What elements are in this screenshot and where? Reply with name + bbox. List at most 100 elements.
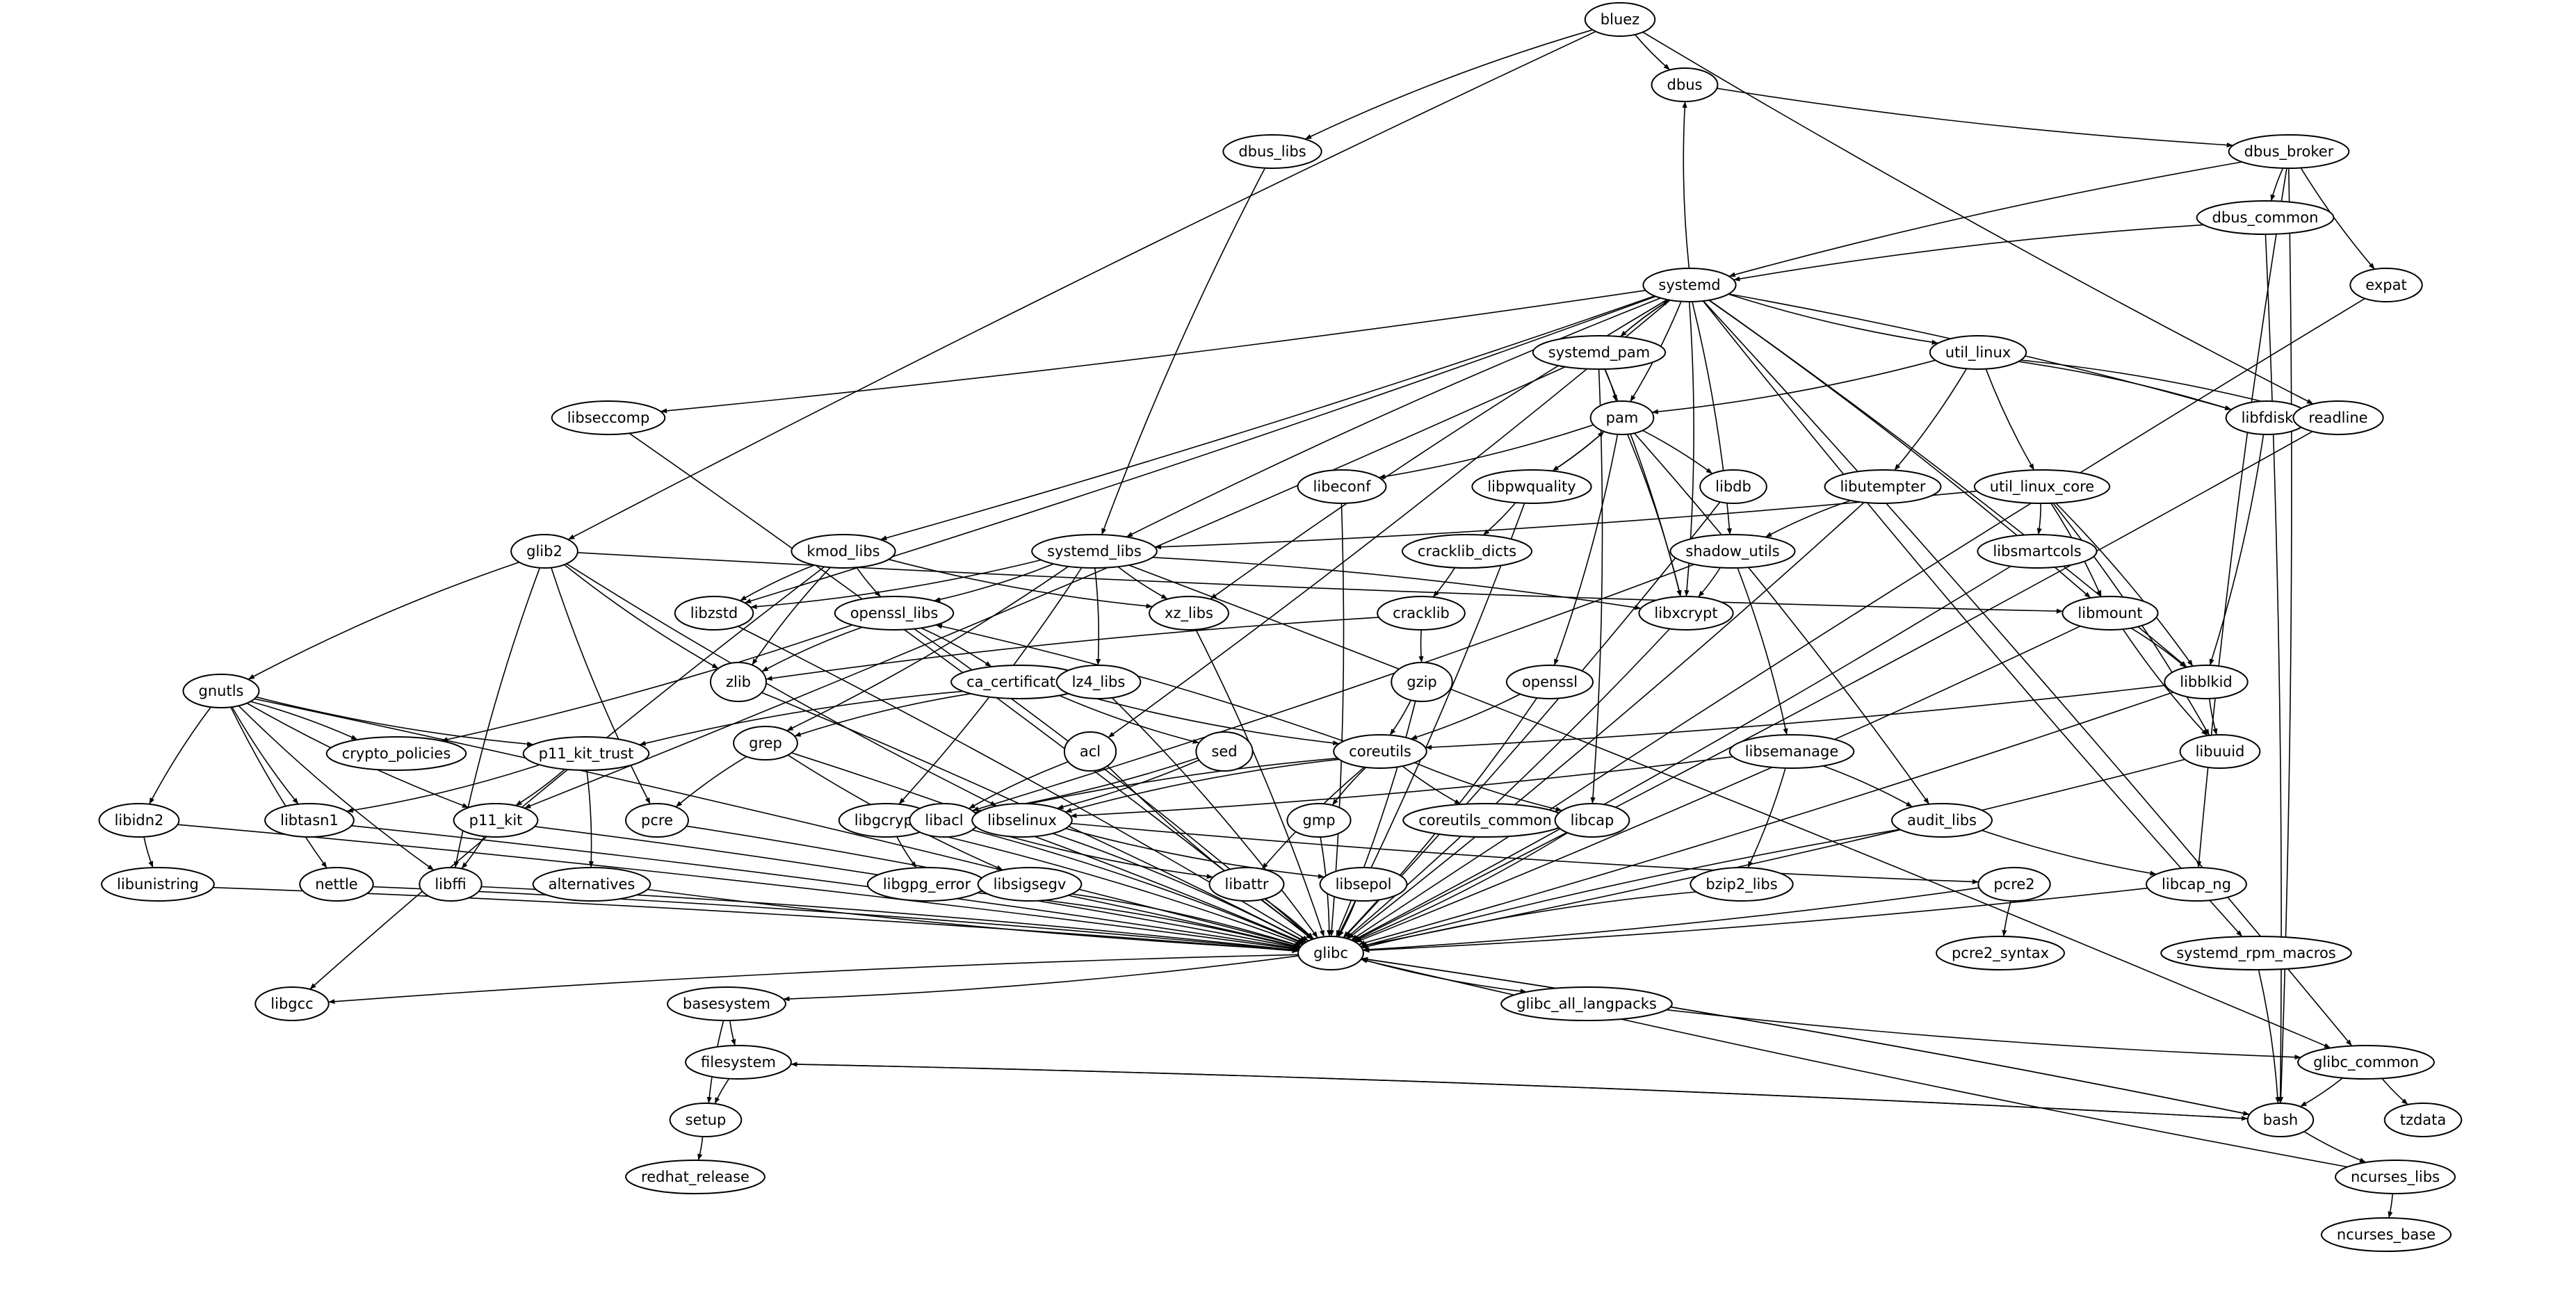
node-xz-libs[interactable]: xz_libs: [1149, 596, 1229, 631]
node-bluez[interactable]: bluez: [1584, 2, 1656, 37]
edge-coreutils-to-libcap: [1414, 762, 1562, 812]
node-coreutils[interactable]: coreutils: [1333, 734, 1427, 769]
node-util-linux-core[interactable]: util_linux_core: [1973, 469, 2111, 504]
node-cracklib-dicts[interactable]: cracklib_dicts: [1401, 534, 1533, 569]
edge-gnutls-to-libidn2: [148, 706, 211, 805]
node-ellipse: [1505, 665, 1594, 699]
node-label: libfdisk: [2242, 409, 2294, 426]
node-label: libuuid: [2196, 743, 2245, 760]
node-ellipse: [834, 596, 955, 631]
node-kmod-libs[interactable]: kmod_libs: [791, 534, 896, 569]
node-coreutils-common[interactable]: coreutils_common: [1402, 803, 1568, 838]
edge-coreutils-to-openssl_libs: [935, 624, 1344, 742]
node-label: shadow_utils: [1685, 543, 1779, 560]
node-libacl[interactable]: libacl: [909, 803, 980, 838]
node-nettle[interactable]: nettle: [299, 867, 374, 902]
node-libidn2[interactable]: libidn2: [98, 803, 180, 838]
node-alternatives[interactable]: alternatives: [532, 867, 651, 902]
node-glibc-common[interactable]: glibc_common: [2297, 1045, 2435, 1080]
node-glibc[interactable]: glibc: [1297, 936, 1364, 970]
node-libmount[interactable]: libmount: [2061, 596, 2159, 631]
node-libdb[interactable]: libdb: [1699, 469, 1767, 504]
node-p11-kit-trust[interactable]: p11_kit_trust: [522, 736, 650, 771]
node-label: redhat_release: [641, 1169, 750, 1186]
node-ca-certificates[interactable]: ca_certificates: [950, 665, 1088, 699]
node-basesystem[interactable]: basesystem: [667, 986, 786, 1021]
edge-systemd_libs-to-lz4_libs: [1094, 567, 1101, 666]
node-bash[interactable]: bash: [2246, 1103, 2315, 1137]
node-pam[interactable]: pam: [1589, 400, 1655, 435]
edge-coreutils-to-libselinux: [1064, 758, 1340, 813]
node-libzstd[interactable]: libzstd: [674, 596, 754, 631]
node-bzip2-libs[interactable]: bzip2_libs: [1690, 867, 1794, 902]
node-libutempter[interactable]: libutempter: [1824, 469, 1942, 504]
node-gmp[interactable]: gmp: [1286, 803, 1352, 838]
node-libblkid[interactable]: libblkid: [2164, 665, 2249, 699]
node-glibc-all-langpacks[interactable]: glibc_all_langpacks: [1500, 986, 1673, 1021]
node-glib2[interactable]: glib2: [510, 534, 578, 569]
node-tzdata[interactable]: tzdata: [2383, 1103, 2463, 1137]
node-systemd[interactable]: systemd: [1642, 268, 1737, 302]
node-label: coreutils_common: [1418, 812, 1552, 829]
node-lz4-libs[interactable]: lz4_libs: [1055, 665, 1142, 699]
node-ellipse: [532, 867, 651, 902]
node-acl[interactable]: acl: [1063, 731, 1117, 772]
node-ncurses-libs[interactable]: ncurses_libs: [2334, 1160, 2456, 1194]
node-gzip[interactable]: gzip: [1391, 662, 1453, 702]
node-libsemanage[interactable]: libsemanage: [1728, 734, 1855, 769]
node-libgcc[interactable]: libgcc: [254, 986, 330, 1021]
edge-openssl_libs-to-ca_certificates: [921, 627, 992, 667]
node-audit-libs[interactable]: audit_libs: [1890, 803, 1993, 838]
node-libxcrypt[interactable]: libxcrypt: [1638, 596, 1734, 631]
node-libfdisk[interactable]: libfdisk: [2225, 400, 2310, 435]
edge-p11_kit-to-libffi: [461, 836, 485, 870]
node-openssl-libs[interactable]: openssl_libs: [834, 596, 955, 631]
node-redhat-release[interactable]: redhat_release: [625, 1160, 765, 1194]
node-filesystem[interactable]: filesystem: [685, 1045, 792, 1080]
node-libeconf[interactable]: libeconf: [1297, 469, 1387, 504]
node-libpwquality[interactable]: libpwquality: [1471, 469, 1592, 504]
node-sed[interactable]: sed: [1195, 731, 1254, 772]
node-libuuid[interactable]: libuuid: [2179, 734, 2261, 769]
node-libselinux[interactable]: libselinux: [971, 803, 1073, 838]
node-libgcrypt[interactable]: libgcrypt: [838, 803, 935, 838]
node-libffi[interactable]: libffi: [419, 867, 483, 902]
node-libsepol[interactable]: libsepol: [1319, 867, 1408, 902]
node-libattr[interactable]: libattr: [1208, 867, 1285, 902]
node-libseccomp[interactable]: libseccomp: [551, 400, 666, 435]
node-dbus-libs[interactable]: dbus_libs: [1222, 134, 1322, 169]
node-openssl[interactable]: openssl: [1505, 665, 1594, 699]
node-grep[interactable]: grep: [733, 726, 798, 761]
node-expat[interactable]: expat: [2349, 268, 2423, 302]
node-p11-kit[interactable]: p11_kit: [453, 803, 539, 838]
node-libtasn1[interactable]: libtasn1: [264, 803, 355, 838]
node-label: libattr: [1225, 876, 1269, 893]
node-gnutls[interactable]: gnutls: [182, 674, 260, 708]
node-shadow-utils[interactable]: shadow_utils: [1669, 534, 1796, 569]
node-pcre2-syntax[interactable]: pcre2_syntax: [1935, 936, 2066, 970]
node-label: libcap: [1571, 812, 1614, 829]
node-systemd-pam[interactable]: systemd_pam: [1532, 335, 1667, 370]
node-libcap[interactable]: libcap: [1554, 803, 1630, 838]
node-ncurses-base[interactable]: ncurses_base: [2320, 1217, 2452, 1252]
node-crypto-policies[interactable]: crypto_policies: [325, 736, 467, 771]
node-systemd-libs[interactable]: systemd_libs: [1031, 534, 1158, 569]
node-readline[interactable]: readline: [2292, 400, 2384, 435]
node-systemd-rpm-macros[interactable]: systemd_rpm_macros: [2160, 936, 2352, 970]
node-libsmartcols[interactable]: libsmartcols: [1977, 534, 2098, 569]
node-pcre[interactable]: pcre: [625, 803, 689, 838]
node-zlib[interactable]: zlib: [709, 662, 768, 702]
node-dbus-broker[interactable]: dbus_broker: [2228, 134, 2350, 169]
node-pcre2[interactable]: pcre2: [1977, 867, 2051, 902]
node-label: gmp: [1302, 812, 1335, 829]
node-libgpg-error[interactable]: libgpg_error: [866, 867, 987, 902]
node-libcap-ng[interactable]: libcap_ng: [2146, 867, 2247, 902]
node-libsigsegv[interactable]: libsigsegv: [977, 867, 1083, 902]
node-util-linux[interactable]: util_linux: [1929, 335, 2027, 370]
node-libunistring[interactable]: libunistring: [101, 867, 215, 902]
node-dbus-common[interactable]: dbus_common: [2196, 200, 2335, 235]
edge-bluez-to-glib2: [567, 31, 1596, 540]
node-cracklib[interactable]: cracklib: [1377, 596, 1466, 631]
node-dbus[interactable]: dbus: [1651, 67, 1719, 102]
node-setup[interactable]: setup: [669, 1103, 743, 1137]
